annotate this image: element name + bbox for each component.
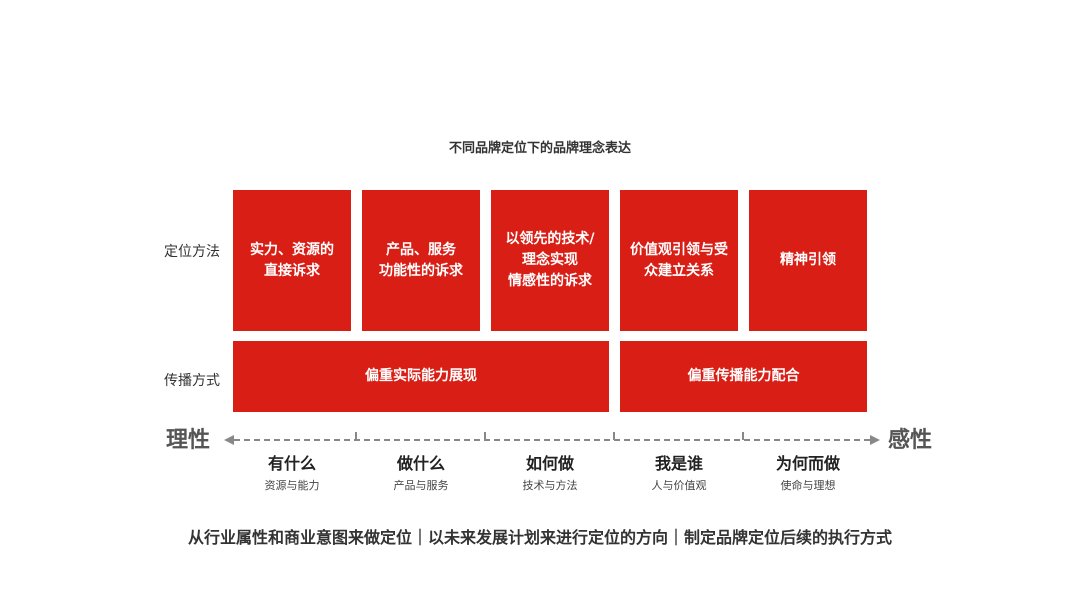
- column-main-label: 做什么: [396, 454, 445, 473]
- column-main-label: 我是谁: [654, 454, 703, 473]
- column-sub-label: 技术与方法: [522, 479, 578, 492]
- column-main-label: 如何做: [525, 454, 574, 473]
- axis-left-label: 理性: [166, 428, 211, 453]
- positioning-box-text: 产品、服务 功能性的诉求: [379, 241, 463, 279]
- column-sub-label: 使命与理想: [780, 479, 836, 492]
- column-sub-label: 资源与能力: [264, 479, 320, 492]
- diagram-title: 不同品牌定位下的品牌理念表达: [448, 141, 631, 156]
- positioning-box-text: 价值观引领与受 众建立关系: [630, 241, 728, 279]
- row-label-communication: 传播方式: [164, 373, 220, 389]
- column-do: 做什么 产品与服务: [362, 453, 480, 493]
- positioning-box-text: 精神引领: [780, 252, 836, 268]
- positioning-box-technology: 以领先的技术/ 理念实现 情感性的诉求: [491, 190, 609, 331]
- column-sub-label: 人与价值观: [651, 479, 707, 492]
- communication-box-dissemination: 偏重传播能力配合: [620, 341, 867, 412]
- communication-box-text: 偏重实际能力展现: [365, 368, 477, 384]
- positioning-box-strength: 实力、资源的 直接诉求: [233, 190, 351, 331]
- positioning-box-spirit: 精神引领: [749, 190, 867, 331]
- positioning-box-text: 实力、资源的 直接诉求: [250, 241, 334, 279]
- column-main-label: 有什么: [267, 454, 316, 473]
- row-label-positioning: 定位方法: [164, 244, 220, 260]
- axis-right-label: 感性: [888, 428, 933, 453]
- column-why: 为何而做 使命与理想: [749, 453, 867, 493]
- communication-box-capability: 偏重实际能力展现: [233, 341, 609, 412]
- positioning-box-text: 以领先的技术/ 理念实现 情感性的诉求: [505, 231, 595, 289]
- positioning-box-product: 产品、服务 功能性的诉求: [362, 190, 480, 331]
- axis-line: [224, 432, 880, 445]
- footer-summary: 从行业属性和商业意图来做定位｜以未来发展计划来进行定位的方向｜制定品牌定位后续的…: [187, 528, 892, 547]
- column-how: 如何做 技术与方法: [491, 453, 609, 493]
- column-who: 我是谁 人与价值观: [620, 453, 738, 493]
- axis-left-arrow-icon: [224, 435, 234, 445]
- column-sub-label: 产品与服务: [393, 479, 449, 492]
- communication-box-text: 偏重传播能力配合: [687, 368, 800, 384]
- column-main-label: 为何而做: [775, 454, 840, 473]
- axis-right-arrow-icon: [870, 435, 880, 445]
- column-have: 有什么 资源与能力: [233, 453, 351, 493]
- positioning-box-values: 价值观引领与受 众建立关系: [620, 190, 738, 331]
